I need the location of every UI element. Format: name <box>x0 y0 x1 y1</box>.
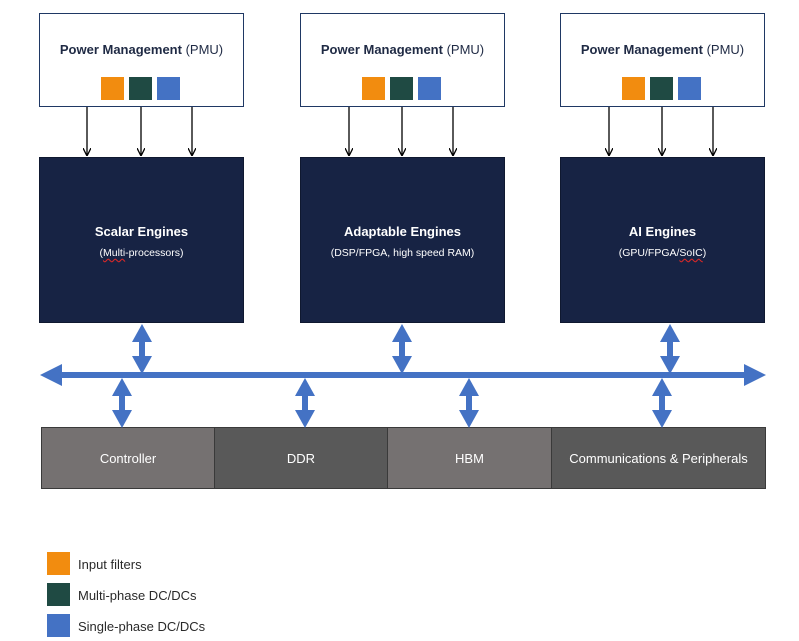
system-bus-arrow <box>40 364 766 386</box>
communications-peripherals-block: Communications & Peripherals <box>551 427 766 489</box>
pmu-title: Power Management (PMU) <box>320 42 485 57</box>
legend-label-single-phase: Single-phase DC/DCs <box>78 619 206 634</box>
legend-swatch-multi-phase <box>47 583 70 606</box>
pmu-arrows <box>87 107 713 155</box>
single-phase-square <box>678 77 701 100</box>
legend-swatch-input-filters <box>47 552 70 575</box>
scalar-engines-block: Scalar Engines (Multi-processors) <box>39 157 244 323</box>
single-phase-square <box>418 77 441 100</box>
controller-block: Controller <box>41 427 215 489</box>
engine-subtitle: (DSP/FPGA, high speed RAM) <box>330 247 475 259</box>
input-filter-square <box>622 77 645 100</box>
ai-engines-block: AI Engines (GPU/FPGA/SoIC) <box>560 157 765 323</box>
engine-subtitle: (Multi-processors) <box>99 247 184 259</box>
engine-title: Adaptable Engines <box>343 224 462 239</box>
multi-phase-square <box>129 77 152 100</box>
multi-phase-square <box>650 77 673 100</box>
legend-swatch-single-phase <box>47 614 70 637</box>
engine-title: AI Engines <box>628 224 697 239</box>
pmu-box-3: Power Management (PMU) <box>560 13 765 107</box>
input-filter-square <box>362 77 385 100</box>
adaptable-engines-block: Adaptable Engines (DSP/FPGA, high speed … <box>300 157 505 323</box>
pmu-box-2: Power Management (PMU) <box>300 13 505 107</box>
hbm-block: HBM <box>387 427 552 489</box>
multi-phase-square <box>390 77 413 100</box>
pmu-box-1: Power Management (PMU) <box>39 13 244 107</box>
input-filter-square <box>101 77 124 100</box>
pmu-title: Power Management (PMU) <box>580 42 745 57</box>
bidirectional-arrows <box>112 324 680 428</box>
engine-subtitle: (GPU/FPGA/SoIC) <box>618 247 707 259</box>
pmu-title: Power Management (PMU) <box>59 42 224 57</box>
engine-title: Scalar Engines <box>94 224 189 239</box>
legend-label-multi-phase: Multi-phase DC/DCs <box>78 588 197 603</box>
legend-label-input-filters: Input filters <box>78 557 142 572</box>
single-phase-square <box>157 77 180 100</box>
